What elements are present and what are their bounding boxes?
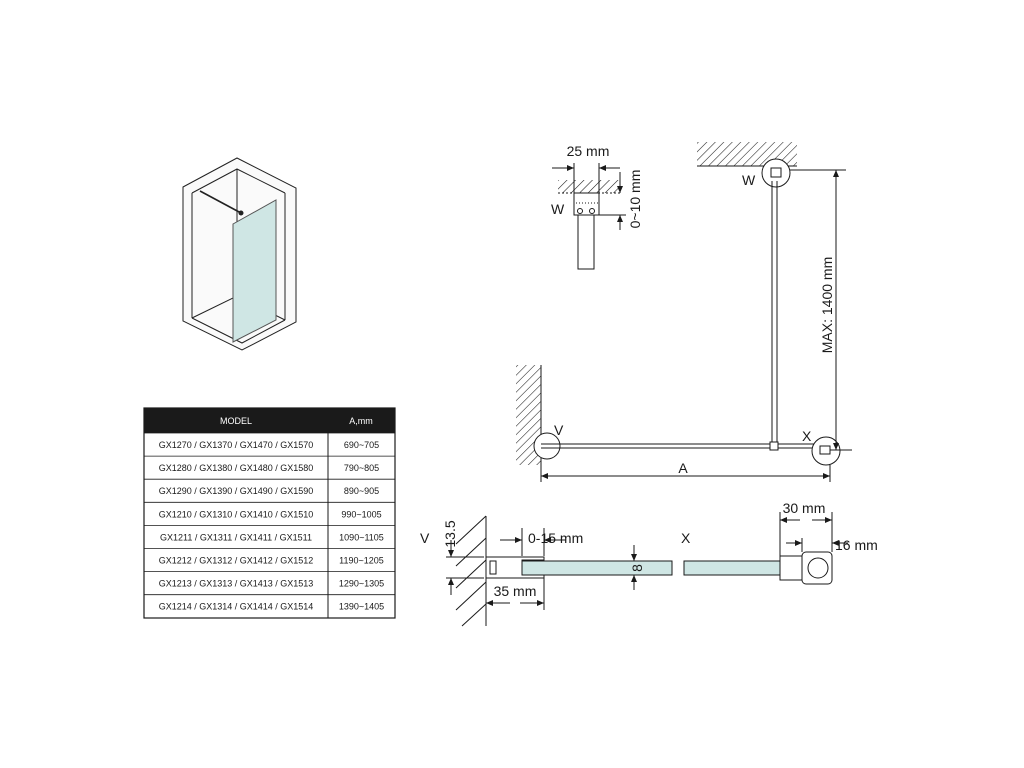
dim-0-10mm: 0~10 mm <box>627 170 643 229</box>
table-cell-a: 790~805 <box>344 463 379 473</box>
table-cell-model: GX1213 / GX1313 / GX1413 / GX1513 <box>159 579 314 589</box>
model-dimension-table: MODEL A,mm GX1270 / GX1370 / GX1470 / GX… <box>143 407 396 619</box>
table-cell-a: 1190~1205 <box>339 556 384 566</box>
dim-25mm: 25 mm <box>567 143 610 159</box>
dim-13-5: 13.5 <box>442 520 458 547</box>
table-cell-model: GX1280 / GX1380 / GX1480 / GX1580 <box>159 463 314 473</box>
table-cell-model: GX1290 / GX1390 / GX1490 / GX1590 <box>159 486 314 496</box>
plan-dim-max-1400: MAX: 1400 mm <box>819 257 835 353</box>
plan-view <box>516 142 852 482</box>
end-cap-circle <box>807 557 829 579</box>
plan-label-w: W <box>742 172 756 188</box>
table-cell-model: GX1214 / GX1314 / GX1414 / GX1514 <box>159 602 314 612</box>
table-cell-a: 1090~1105 <box>339 532 384 542</box>
table-border <box>143 407 396 619</box>
plan-dim-a: A <box>678 460 688 476</box>
glass-panel-left <box>521 560 673 576</box>
label-w-detail: W <box>551 201 565 217</box>
table-cell-a: 890~905 <box>344 486 379 496</box>
detail-label-v: V <box>420 530 430 546</box>
dim-0-15mm: 0-15 mm <box>528 530 583 546</box>
table-cell-a: 1290~1305 <box>339 579 384 589</box>
detail-label-x: X <box>681 530 691 546</box>
table-header-model: MODEL <box>220 416 252 426</box>
table-header-background <box>144 408 395 433</box>
dim-8: 8 <box>629 564 645 572</box>
ceiling-hatch <box>558 180 620 193</box>
plan-label-x: X <box>802 428 812 444</box>
wall-bracket-detail <box>552 163 626 270</box>
dim-35mm: 35 mm <box>494 583 537 599</box>
table-cell-model: GX1211 / GX1311 / GX1411 / GX1511 <box>160 532 312 542</box>
table-rows: GX1270 / GX1370 / GX1470 / GX1570 690~705… <box>144 432 395 612</box>
plan-label-v: V <box>554 422 564 438</box>
table-cell-a: 1390~1405 <box>339 602 384 612</box>
table-cell-model: GX1212 / GX1312 / GX1412 / GX1512 <box>159 556 314 566</box>
plan-v-circle <box>533 432 561 460</box>
table-cell-model: GX1210 / GX1310 / GX1410 / GX1510 <box>159 509 314 519</box>
wall-profile-detail <box>446 512 848 627</box>
table-header-a: A,mm <box>349 416 373 426</box>
dim-30mm: 30 mm <box>783 500 826 516</box>
dim-16mm: 16 mm <box>835 537 878 553</box>
shower-isometric-illustration <box>182 157 297 351</box>
table-cell-a: 690~705 <box>344 440 379 450</box>
table-cell-a: 990~1005 <box>341 509 381 519</box>
table-cell-model: GX1270 / GX1370 / GX1470 / GX1570 <box>159 440 314 450</box>
